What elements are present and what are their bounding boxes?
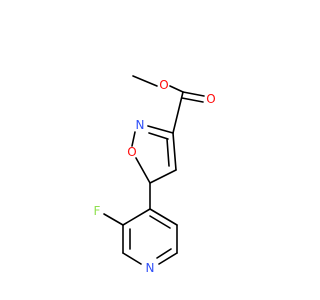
bond-c3-n-inner [148, 132, 169, 140]
bonds [103, 75, 205, 265]
atom-labels: O O N O F N [94, 78, 216, 275]
carbonyl-oxygen-label: O [206, 92, 215, 106]
molecule-structure: O O N O F N [94, 75, 216, 275]
bond-n-o [131, 131, 136, 147]
pyridine-nitrogen-label: N [146, 261, 155, 275]
ring-oxygen-label: O [127, 145, 136, 159]
bond-c5-c4 [149, 169, 177, 184]
bond-py-c5-c4-inner [149, 215, 171, 229]
bond-py-n-c6-inner [156, 248, 172, 259]
ring-nitrogen-label: N [136, 118, 145, 132]
bond-py-c4-c3 [122, 208, 151, 226]
ester-oxygen-label: O [159, 78, 168, 92]
bond-methyl-oxygen [132, 75, 158, 87]
bond-carbonyl-double-a [182, 91, 205, 97]
bond-oxygen-carbonyl [169, 85, 184, 93]
bond-o-c5 [135, 157, 151, 184]
bond-py-c5-c4 [149, 208, 178, 226]
bond-carbonyl-ring [172, 91, 184, 134]
bond-carbonyl-double-b [181, 97, 204, 103]
bond-c4-c3-inner [166, 138, 170, 167]
bond-carbon-fluorine [103, 213, 124, 226]
bond-c4-c3 [172, 132, 177, 171]
fluorine-label: F [94, 204, 101, 218]
bond-py-c2-n [122, 252, 142, 265]
bond-py-n-c6 [158, 252, 178, 265]
bond-c3-n [147, 125, 174, 134]
